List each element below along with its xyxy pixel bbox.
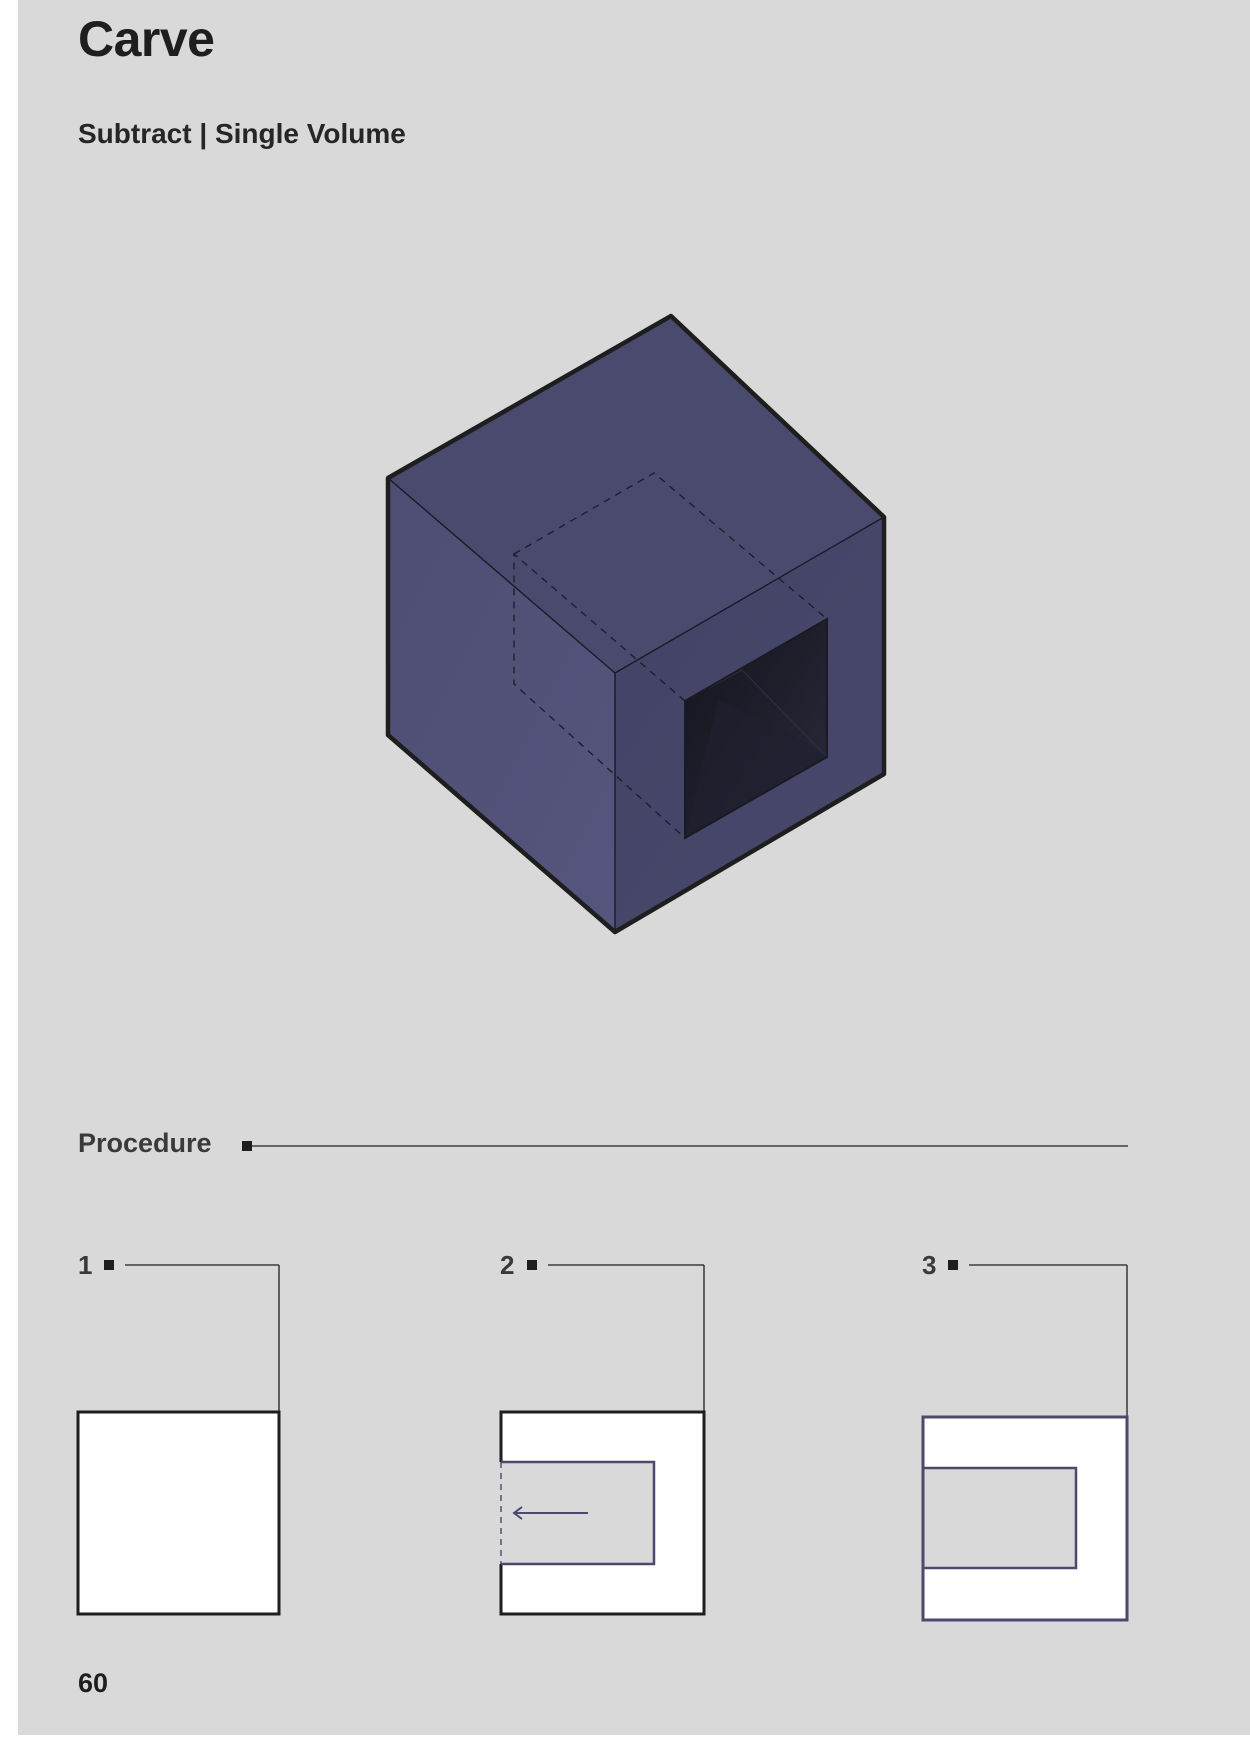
step-1-number: 1 [78,1250,93,1280]
carved-opening-floor [685,700,827,838]
step-3-square [921,1415,1129,1622]
carved-volume-illustration [385,313,887,935]
page-title: Carve [78,11,215,67]
step-1-square [76,1410,281,1616]
page-number: 60 [78,1668,109,1698]
page-subtitle: Subtract | Single Volume [78,118,406,149]
document-page: Carve Subtract | Single Volume [18,0,1250,1735]
step-2-square [499,1410,706,1616]
hidden-subtracted-volume [513,472,828,839]
procedure-heading: Procedure [78,1128,212,1158]
step-1-marker [104,1260,114,1270]
step-2-marker [527,1260,537,1270]
step-1-leader [125,1264,280,1412]
cube-silhouette [385,313,887,935]
step-3-marker [948,1260,958,1270]
step-3-leader [969,1264,1128,1417]
procedure-rule [242,1141,1128,1151]
step-3-number: 3 [922,1250,937,1280]
step-2-number: 2 [500,1250,515,1280]
cube-left-face [388,478,615,932]
step-2-leader [548,1264,705,1412]
